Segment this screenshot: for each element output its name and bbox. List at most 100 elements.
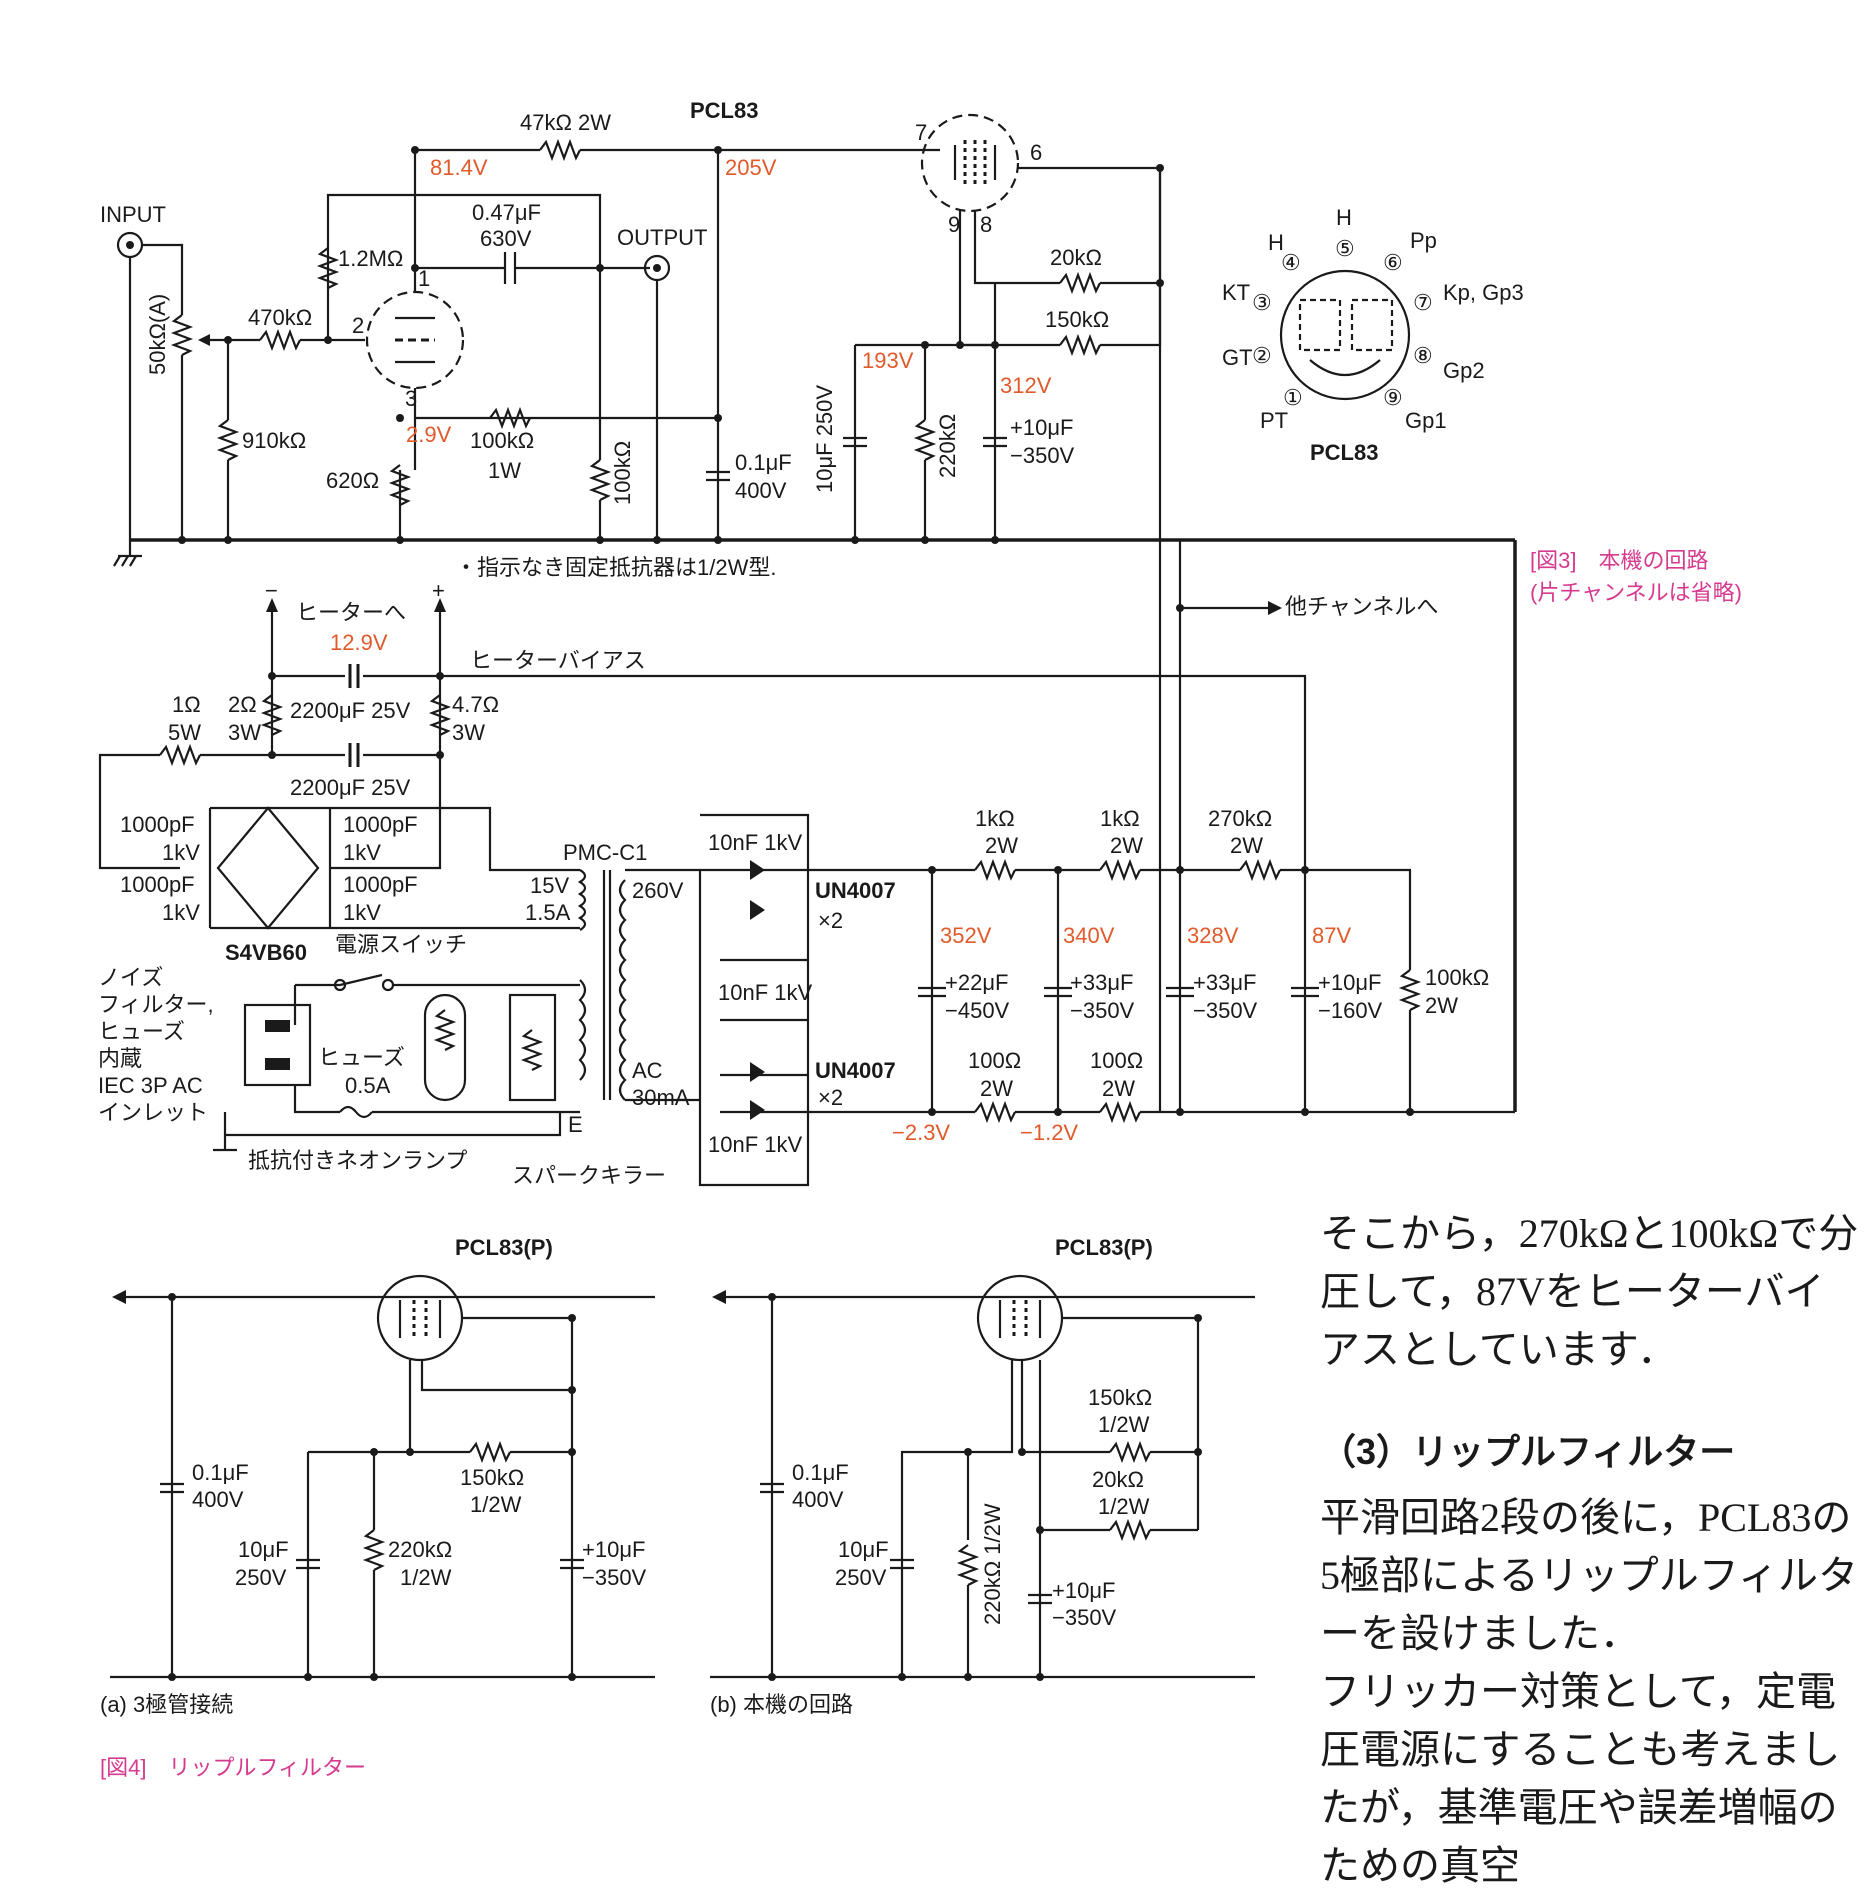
- cap-1000p-4-v: 1kV: [343, 900, 381, 925]
- resistor-100ohm-b-watt: 2W: [1102, 1076, 1135, 1101]
- voltage-m23: −2.3V: [892, 1120, 950, 1145]
- voltage-312: 312V: [1000, 373, 1052, 398]
- voltage-29: 2.9V: [406, 422, 452, 447]
- pin2-number: ②: [1252, 343, 1272, 368]
- cap-1000p-3: 1000pF: [343, 812, 418, 837]
- diode-b-label: UN4007: [815, 1058, 896, 1083]
- pin6-number: ⑥: [1383, 250, 1403, 275]
- resistor-1k-b-watt: 2W: [1110, 833, 1143, 858]
- fig4b-r220k: 220kΩ 1/2W: [980, 1503, 1005, 1625]
- resistor-470k-label: 470kΩ: [248, 305, 312, 330]
- pot-label: 50kΩ(A): [145, 294, 170, 375]
- resistor-910k-label: 910kΩ: [242, 428, 306, 453]
- fig4b-subcaption: (b) 本機の回路: [710, 1692, 853, 1717]
- cap-1000p-3-v: 1kV: [343, 840, 381, 865]
- resistor-1m2-label: 1.2MΩ: [338, 246, 403, 271]
- resistor-150k-label: 150kΩ: [1045, 307, 1109, 332]
- ground-icon: [113, 540, 142, 567]
- cap-1000p-1: 1000pF: [120, 812, 195, 837]
- pin-7-label: 7: [915, 120, 927, 145]
- resistor-100k1w-watt: 1W: [488, 458, 521, 483]
- fig4a-circuit: PCL83(P) 0.1μF 400V 10μF 250V 220kΩ 1/2W…: [100, 1235, 655, 1717]
- inlet-line-5: IEC 3P AC: [98, 1073, 203, 1098]
- resistor-2ohm-label: 2Ω: [228, 692, 257, 717]
- inlet-line-3: ヒューズ: [98, 1019, 185, 1044]
- pcl83-pin-diagram: ⑤ ④ ⑥ ③ ⑦ ② ⑧ ① ⑨ H H Pp KT Kp, Gp3 GT G…: [1222, 205, 1524, 465]
- trans-e: E: [568, 1112, 583, 1137]
- resistor-270k: 270kΩ: [1208, 806, 1272, 831]
- pin-8-label: 8: [980, 212, 992, 237]
- fig4b-tube-label: PCL83(P): [1055, 1235, 1153, 1260]
- cap-22-voltage: −450V: [945, 998, 1010, 1023]
- spark-killer-icon: [508, 993, 557, 1102]
- pin5-name: H: [1336, 205, 1352, 230]
- cap-33a-label: +33μF: [1070, 970, 1133, 995]
- fig4-caption: [図4] リップルフィルター: [100, 1755, 366, 1780]
- fig4a-cap10-350: +10μF: [582, 1537, 645, 1562]
- fig4a-cap01-v: 400V: [192, 1487, 244, 1512]
- resistor-100k2w: 100kΩ: [1425, 965, 1489, 990]
- fig4a-cap10-v: 250V: [235, 1565, 287, 1590]
- cap-10-250-label: 10μF 250V: [812, 385, 837, 493]
- output-label: OUTPUT: [617, 225, 707, 250]
- trans-30ma: 30mA: [632, 1085, 690, 1110]
- neon-label: 抵抗付きネオンランプ: [248, 1148, 467, 1173]
- resistor-270k-watt: 2W: [1230, 833, 1263, 858]
- fig4a-cap01: 0.1μF: [192, 1460, 249, 1485]
- cap-10nf-3: 10nF 1kV: [708, 1132, 802, 1157]
- trans-ac: AC: [632, 1058, 663, 1083]
- fig4a-r220k: 220kΩ: [388, 1537, 452, 1562]
- resistor-100ohm-b: 100Ω: [1090, 1048, 1143, 1073]
- fig4a-r150k: 150kΩ: [460, 1465, 524, 1490]
- fig4b-r150k: 150kΩ: [1088, 1385, 1152, 1410]
- fig4a-cap10-350-v: −350V: [582, 1565, 647, 1590]
- resistor-1ohm-watt: 5W: [168, 720, 201, 745]
- pin3-name: KT: [1222, 280, 1250, 305]
- resistor-100k1w-label: 100kΩ: [470, 428, 534, 453]
- ground-icon-psu: [213, 1112, 237, 1152]
- power-supply-section: − ヒーターへ + 12.9V ヒーターバイアス 1Ω 5W 2Ω 3W 220…: [98, 578, 1515, 1188]
- heater-minus: −: [265, 578, 278, 603]
- pin8-name: Gp2: [1443, 358, 1485, 383]
- article-heading: （3）リップルフィルター: [1320, 1431, 1736, 1472]
- voltage-205: 205V: [725, 155, 777, 180]
- fig4b-cap10-v: 250V: [835, 1565, 887, 1590]
- trans-15a: 1.5A: [525, 900, 571, 925]
- cap-047-label: 0.47μF: [472, 200, 541, 225]
- cap-33b-voltage: −350V: [1193, 998, 1258, 1023]
- fig4b-cap01-v: 400V: [792, 1487, 844, 1512]
- voltage-m12: −1.2V: [1020, 1120, 1078, 1145]
- fig4a-tube-label: PCL83(P): [455, 1235, 553, 1260]
- pin6-name: Pp: [1410, 228, 1437, 253]
- article-para-2: 平滑回路2段の後に，PCL83の5極部によるリップルフィルターを設けました．: [1320, 1495, 1858, 1656]
- cap-2200-b-label: 2200μF 25V: [290, 775, 411, 800]
- resistor-47ohm-label: 4.7Ω: [452, 692, 499, 717]
- pin2-name: GT: [1222, 345, 1253, 370]
- inlet-line-1: ノイズ: [98, 965, 163, 990]
- voltage-328: 328V: [1187, 923, 1239, 948]
- bridge-label: S4VB60: [225, 940, 307, 965]
- pin3-number: ③: [1252, 290, 1272, 315]
- cap-1000p-2: 1000pF: [120, 872, 195, 897]
- input-label: INPUT: [100, 202, 166, 227]
- resistor-47k-label: 47kΩ 2W: [520, 110, 611, 135]
- pentode-tube-icon: [920, 113, 1020, 213]
- fuse-rating: 0.5A: [345, 1073, 391, 1098]
- cap-1000p-4: 1000pF: [343, 872, 418, 897]
- pin4-number: ④: [1281, 250, 1301, 275]
- resistor-1k-b: 1kΩ: [1100, 806, 1140, 831]
- trans-15v: 15V: [530, 873, 569, 898]
- amplifier-section: PCL83 47kΩ 2W 81.4V 205V INPUT OUTPUT 1.…: [100, 98, 1742, 1112]
- pin-6-label: 6: [1030, 140, 1042, 165]
- pin-9-label: 9: [948, 212, 960, 237]
- resistor-100ohm-a: 100Ω: [968, 1048, 1021, 1073]
- fig4b-cap10-350: +10μF: [1052, 1578, 1115, 1603]
- triode-tube-icon: [365, 290, 465, 390]
- pin4-name: H: [1268, 230, 1284, 255]
- tube-b-icon: [976, 1274, 1064, 1362]
- resistor-2ohm-watt: 3W: [228, 720, 261, 745]
- neon-lamp-icon: [423, 993, 467, 1102]
- cap-10-160-label: +10μF: [1318, 970, 1381, 995]
- fig4a-cap10: 10μF: [238, 1537, 289, 1562]
- fig4a-r150k-w: 1/2W: [470, 1492, 522, 1517]
